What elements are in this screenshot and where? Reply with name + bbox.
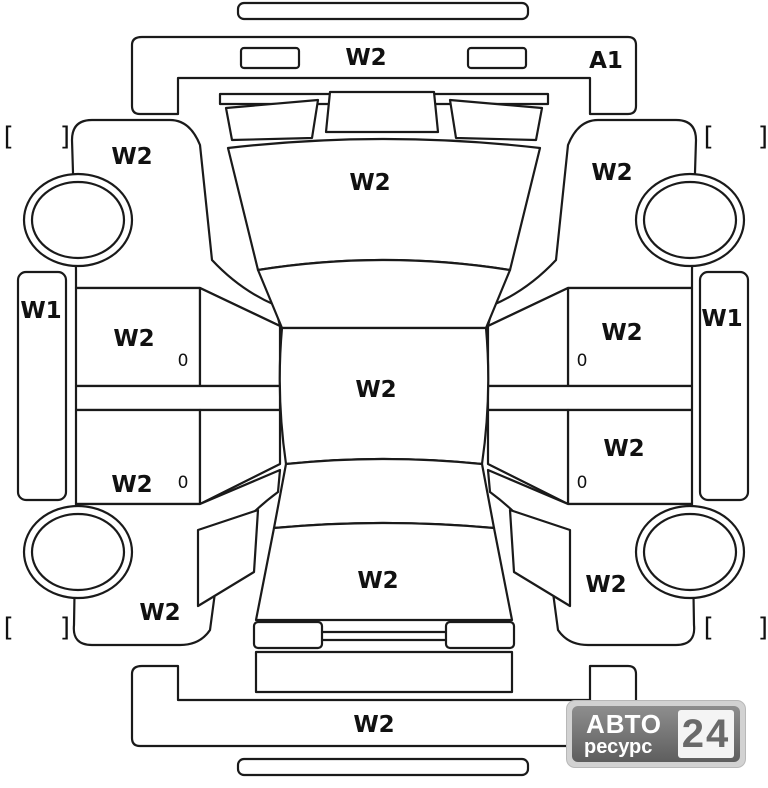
trunk-panel[interactable] bbox=[254, 521, 514, 622]
watermark-line1: АВТО bbox=[586, 709, 663, 739]
right-b-pillar-strip bbox=[486, 384, 694, 412]
front-right-door-code: W2 bbox=[601, 320, 642, 346]
front-left-door-subcode: 0 bbox=[178, 351, 189, 371]
front-bar bbox=[236, 1, 530, 21]
right-rocker-panel[interactable] bbox=[698, 270, 750, 502]
rear-left-door-code: W2 bbox=[111, 472, 152, 498]
front-right-fog-light bbox=[466, 46, 528, 70]
front-left-door-code: W2 bbox=[113, 326, 154, 352]
rear-left-door-panel[interactable] bbox=[74, 408, 202, 506]
rear-right-door-code: W2 bbox=[603, 436, 644, 462]
front-right-tire-bracket-open: [ bbox=[700, 122, 716, 152]
rear-right-tire-bracket-open: [ bbox=[700, 613, 716, 643]
front-right-wheel[interactable] bbox=[634, 172, 746, 268]
rear-left-wheel[interactable] bbox=[22, 504, 134, 600]
watermark-plate: АВТО ресурс 24 bbox=[572, 706, 740, 762]
right-rocker-code: W1 bbox=[701, 306, 742, 332]
front-left-fender-code: W2 bbox=[111, 144, 152, 170]
watermark-line2: ресурс bbox=[584, 736, 653, 758]
front-right-door-subcode: 0 bbox=[577, 351, 588, 371]
rear-bumper-code: W2 bbox=[353, 712, 394, 738]
rear-left-fender-code: W2 bbox=[139, 600, 180, 626]
watermark-logo: АВТО ресурс 24 bbox=[566, 700, 746, 768]
rear-right-wheel[interactable] bbox=[634, 504, 746, 600]
front-bumper-code: W2 bbox=[345, 45, 386, 71]
trunk-code: W2 bbox=[357, 568, 398, 594]
roof-code: W2 bbox=[355, 377, 396, 403]
front-left-fog-light bbox=[239, 46, 301, 70]
front-left-wheel[interactable] bbox=[22, 172, 134, 268]
rear-right-tail-light bbox=[444, 620, 516, 650]
left-rocker-panel[interactable] bbox=[16, 270, 68, 502]
rear-right-fender-code: W2 bbox=[585, 572, 626, 598]
left-b-pillar-strip bbox=[74, 384, 282, 412]
watermark-number: 24 bbox=[678, 710, 734, 758]
rear-left-tire-bracket-close: ] bbox=[58, 613, 74, 643]
rear-left-quarter-window bbox=[196, 508, 260, 608]
front-windshield bbox=[256, 258, 512, 330]
rear-license-panel bbox=[254, 650, 514, 694]
front-right-fender-code: W2 bbox=[591, 160, 632, 186]
rear-right-fender-panel[interactable] bbox=[486, 468, 696, 647]
front-right-headlight bbox=[448, 98, 544, 142]
rear-right-quarter-window bbox=[508, 508, 572, 608]
left-rocker-code: W1 bbox=[20, 298, 61, 324]
hood-code: W2 bbox=[349, 170, 390, 196]
front-right-fender-panel[interactable] bbox=[486, 118, 698, 328]
front-grille bbox=[324, 90, 440, 134]
rear-right-tire-bracket-close: ] bbox=[756, 613, 768, 643]
front-left-fender-panel[interactable] bbox=[70, 118, 282, 328]
front-left-headlight bbox=[224, 98, 320, 142]
hood-panel[interactable] bbox=[226, 137, 542, 272]
rear-right-door-window bbox=[486, 408, 570, 506]
front-left-tire-bracket-open: [ bbox=[0, 122, 16, 152]
rear-right-door-subcode: 0 bbox=[577, 473, 588, 493]
rear-windshield bbox=[272, 457, 496, 530]
rear-left-tail-light bbox=[252, 620, 324, 650]
front-right-door-panel[interactable] bbox=[566, 286, 694, 388]
rear-left-door-window bbox=[198, 408, 282, 506]
front-corner-code: A1 bbox=[589, 48, 623, 74]
rear-left-tire-bracket-open: [ bbox=[0, 613, 16, 643]
front-left-tire-bracket-close: ] bbox=[58, 122, 74, 152]
front-right-tire-bracket-close: ] bbox=[756, 122, 768, 152]
rear-left-fender-panel[interactable] bbox=[72, 468, 282, 647]
rear-left-door-subcode: 0 bbox=[178, 473, 189, 493]
rear-bar bbox=[236, 757, 530, 777]
